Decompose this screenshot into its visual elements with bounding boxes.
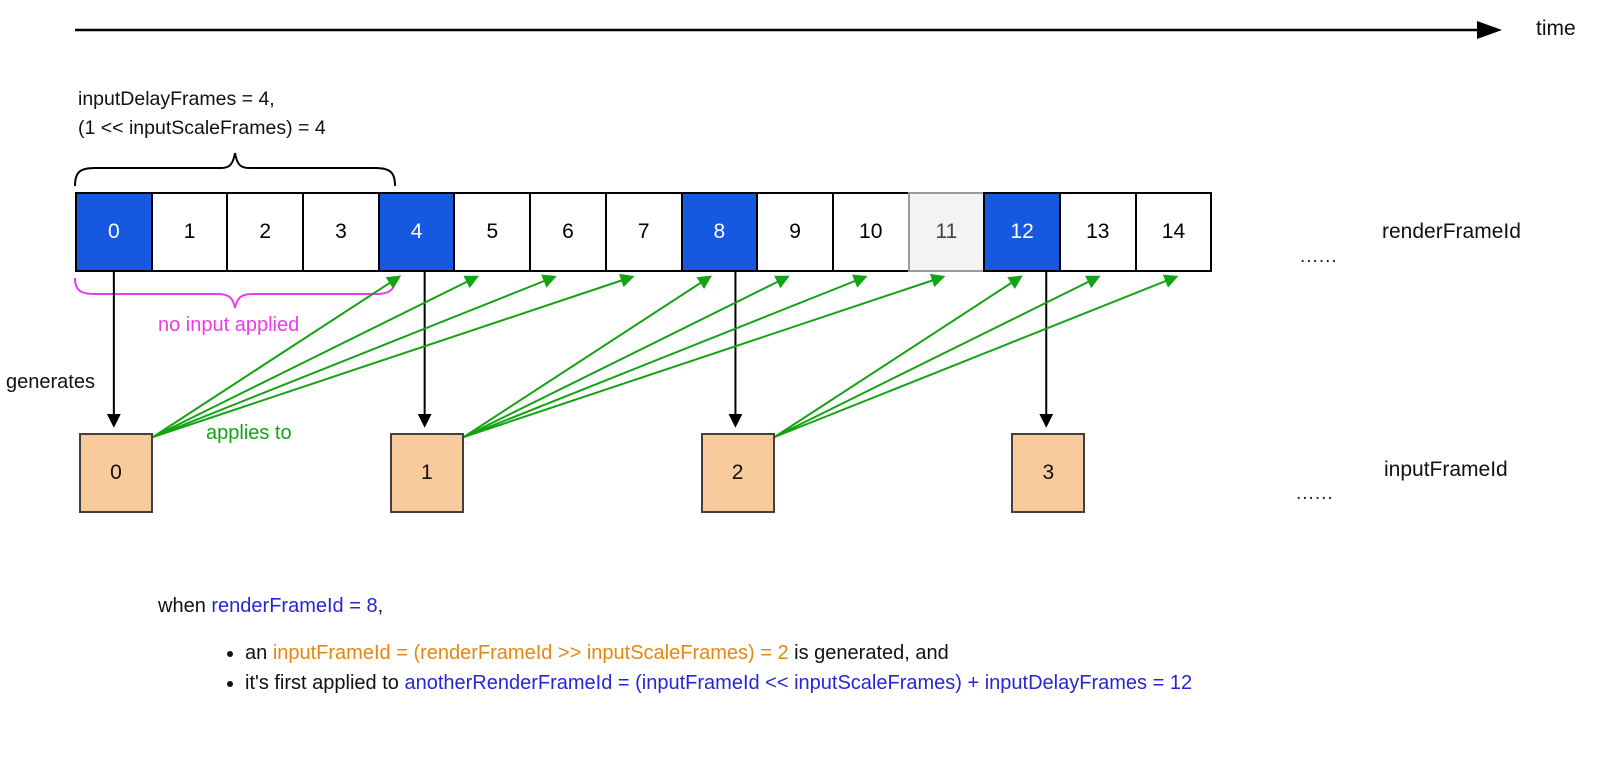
time-axis [75, 21, 1502, 39]
applies-to-arrow-input2-to-render14 [774, 274, 1179, 438]
render-frame-cell-2: 2 [226, 192, 305, 272]
applies-to-label: applies to [206, 422, 292, 444]
render-frame-cell-0: 0 [75, 192, 153, 272]
when-condition-segment: , [377, 595, 384, 617]
no-input-brace [74, 277, 396, 309]
applies-to-arrow-input2-to-render13 [774, 275, 1101, 438]
input-frame-cell-0: 0 [79, 433, 153, 513]
explanation-bullet-1-segment: is generated, and [788, 642, 949, 664]
no-input-applied-label: no input applied [158, 314, 300, 336]
input-frame-cell-1: 1 [389, 433, 464, 513]
render-frame-cell-8: 8 [680, 192, 759, 272]
render-frame-row-label: renderFrameId [1382, 220, 1521, 243]
render-frame-cell-13: 13 [1058, 192, 1137, 272]
applies-to-arrow-input0-to-render4 [152, 275, 402, 438]
explanation-bullet-2-segment: anotherRenderFrameId = (inputFrameId << … [404, 672, 1193, 694]
applies-to-arrow-input0-to-render5 [152, 275, 480, 438]
input-row-ellipsis: ...... [1296, 483, 1334, 504]
render-frame-cell-11: 11 [907, 192, 986, 272]
applies-to-arrow-input0-to-render7 [152, 273, 635, 438]
when-condition-segment: renderFrameId = 8 [211, 595, 378, 617]
render-frame-cell-5: 5 [453, 192, 532, 272]
explanation-bullet-1: an inputFrameId = (renderFrameId >> inpu… [245, 638, 1192, 668]
render-frame-cell-12: 12 [983, 192, 1061, 272]
generates-label: generates [6, 371, 95, 393]
applies-to-arrow-input1-to-render10 [463, 274, 868, 438]
delay-params-annotation: inputDelayFrames = 4, (1 << inputScaleFr… [78, 85, 326, 143]
applies-to-arrow-input1-to-render11 [463, 273, 946, 438]
applies-to-arrow-input2-to-render12 [774, 275, 1023, 438]
render-frame-cell-4: 4 [377, 192, 456, 272]
explanation-bullet-1-segment: an [245, 642, 273, 664]
input-frame-row-label: inputFrameId [1384, 458, 1508, 481]
explanation-bullet-2: it's first applied to anotherRenderFrame… [245, 668, 1192, 698]
time-axis-label: time [1536, 17, 1576, 40]
render-frame-cell-9: 9 [756, 192, 834, 272]
explanation-bullet-list: an inputFrameId = (renderFrameId >> inpu… [158, 638, 1192, 698]
when-condition-segment: when [158, 595, 212, 617]
input-frame-cell-2: 2 [700, 433, 775, 513]
delay-params-line2: (1 << inputScaleFrames) = 4 [78, 117, 326, 139]
applies-to-arrows [152, 273, 1179, 438]
when-condition-line: when renderFrameId = 8, [158, 594, 1192, 618]
delay-params-line1: inputDelayFrames = 4, [78, 88, 275, 110]
delay-brace [74, 152, 396, 187]
render-frame-cell-6: 6 [529, 192, 607, 272]
explanation-bullet-2-segment: it's first applied to [245, 672, 405, 694]
explanation-bullet-1-segment: inputFrameId = (renderFrameId >> inputSc… [272, 642, 789, 664]
input-frame-cell-3: 3 [1011, 433, 1086, 513]
render-frame-cell-10: 10 [831, 192, 910, 272]
render-row-ellipsis: ...... [1300, 246, 1338, 267]
applies-to-arrow-input0-to-render6 [152, 274, 557, 438]
explanation-block: when renderFrameId = 8, an inputFrameId … [158, 594, 1192, 698]
render-frame-cell-3: 3 [302, 192, 380, 272]
render-frame-cell-1: 1 [150, 192, 229, 272]
render-frame-cell-7: 7 [604, 192, 683, 272]
render-frame-cell-14: 14 [1134, 192, 1213, 272]
generates-arrows [106, 272, 1054, 428]
applies-to-arrow-input1-to-render8 [463, 275, 712, 438]
applies-to-arrow-input1-to-render9 [463, 275, 790, 438]
